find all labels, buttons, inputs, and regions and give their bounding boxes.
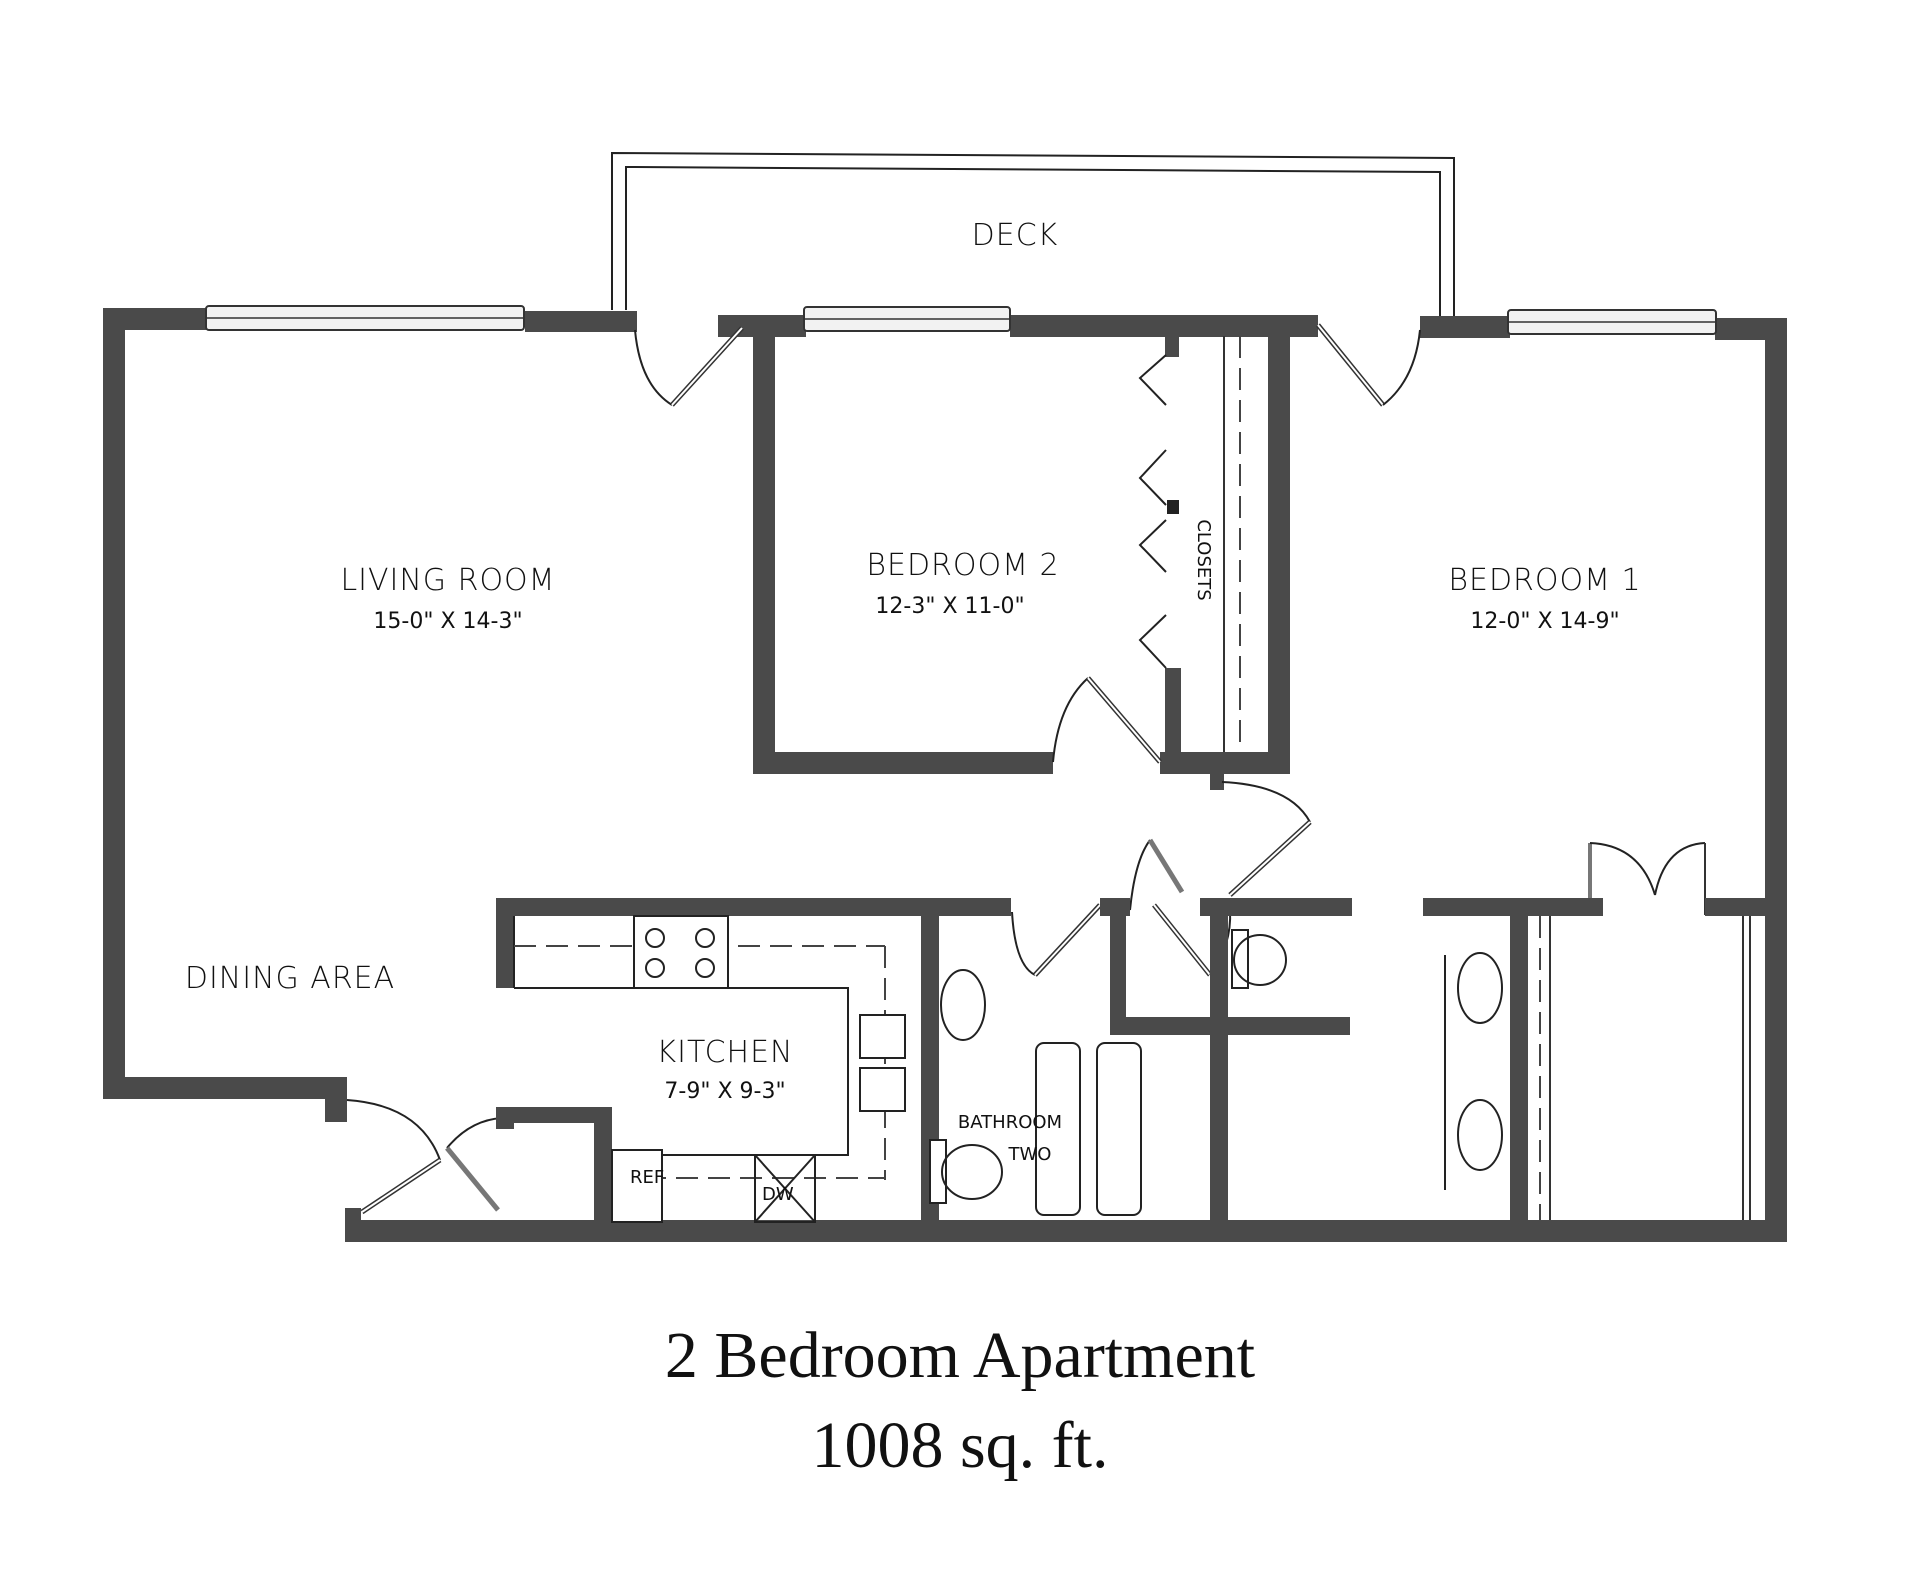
door-bedroom-2 xyxy=(1052,676,1162,764)
refrigerator xyxy=(611,1149,663,1223)
dishwasher xyxy=(754,1154,816,1223)
windows xyxy=(205,305,1717,335)
sink-master-bath-1 xyxy=(1457,952,1503,1024)
living-room-dimensions: 15-0" X 14-3" xyxy=(373,609,522,634)
plan-title: 2 Bedroom Apartment xyxy=(664,1319,1256,1392)
room-labels: DECK LIVING ROOM 15-0" X 14-3" BEDROOM 2… xyxy=(185,218,1641,1165)
closets-label: CLOSETS xyxy=(1193,519,1214,600)
door-bedroom1-deck xyxy=(1316,323,1421,407)
sink-master-bath-2 xyxy=(1457,1099,1503,1171)
door-bedroom-1 xyxy=(1221,781,1312,897)
kitchen-sink xyxy=(859,1014,906,1059)
toilet-bath-two xyxy=(941,1144,1003,1200)
bathroom-walls xyxy=(921,898,1787,1228)
kitchen-label: KITCHEN xyxy=(657,1035,794,1070)
door-living-deck xyxy=(634,326,744,407)
door-bedroom1-closet xyxy=(1588,842,1706,915)
deck xyxy=(611,151,1455,318)
door-bathroom-two xyxy=(1011,903,1102,977)
bedroom-1-dimensions: 12-0" X 14-9" xyxy=(1470,609,1619,634)
bathtub-bath-two xyxy=(1035,1042,1081,1216)
door-entry xyxy=(346,1099,503,1215)
bedroom-1-label: BEDROOM 1 xyxy=(1448,563,1641,598)
deck-label: DECK xyxy=(972,218,1059,253)
kitchen-dimensions: 7-9" X 9-3" xyxy=(664,1079,785,1104)
bedroom-2-label: BEDROOM 2 xyxy=(866,548,1059,583)
stove xyxy=(633,915,729,989)
living-room-label: LIVING ROOM xyxy=(340,563,555,598)
bathroom-two-label-2: TWO xyxy=(1008,1144,1052,1165)
door-linen-closet xyxy=(1129,838,1185,911)
dishwasher-label: DW xyxy=(762,1184,794,1205)
closet-rods: CLOSETS xyxy=(1138,336,1241,752)
sink-bath-two xyxy=(940,969,986,1041)
bathroom-two-label: BATHROOM xyxy=(958,1112,1062,1133)
refrigerator-label: REF xyxy=(630,1167,664,1188)
plan-area: 1008 sq. ft. xyxy=(811,1409,1109,1482)
exterior-walls xyxy=(103,308,1787,1242)
dining-area-label: DINING AREA xyxy=(185,961,395,996)
bedroom-2-walls xyxy=(753,315,1290,790)
bathtub-master-bath xyxy=(1096,1042,1142,1216)
bedroom-2-dimensions: 12-3" X 11-0" xyxy=(875,594,1024,619)
bathroom-fixtures xyxy=(929,929,1503,1216)
toilet-master-bath xyxy=(1233,934,1287,986)
